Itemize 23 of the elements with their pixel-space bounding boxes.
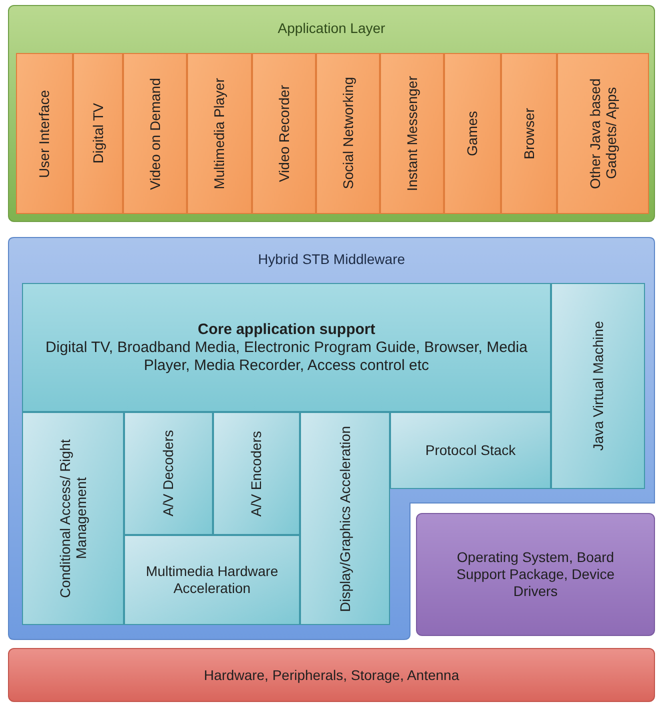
component-box: Protocol Stack (390, 412, 551, 489)
component-box: Multimedia Hardware Acceleration (124, 535, 300, 625)
component-cell: Digital TV (73, 53, 123, 214)
layer-bar: Hardware, Peripherals, Storage, Antenna (8, 648, 655, 702)
component-cell: Games (444, 53, 501, 214)
component-cell: Social Networking (316, 53, 380, 214)
component-box: Conditional Access/ Right Management (22, 412, 124, 625)
component-cell: Video Recorder (252, 53, 316, 214)
component-box: Core application support Digital TV, Broadband Media, Electronic Program Guide, Browser, Media Player, Media Recorder, Access control etc (22, 283, 551, 412)
component-cell: Other Java based Gadgets/ Apps (557, 53, 649, 214)
component-cell: Video on Demand (123, 53, 187, 214)
component-box: A/V Encoders (213, 412, 300, 535)
component-box: Java Virtual Machine (551, 283, 645, 489)
component-cell: User Interface (16, 53, 73, 214)
component-cell: Browser (501, 53, 557, 214)
layer-title: Hybrid STB Middleware (256, 250, 406, 269)
layer-title: Application Layer (276, 19, 386, 38)
component-box: Display/Graphics Acceleration (300, 412, 390, 625)
layer-box: Operating System, Board Support Package, Device Drivers (416, 513, 655, 636)
layer-panel (8, 5, 655, 222)
component-cell: Instant Messenger (380, 53, 444, 214)
component-cell: Multimedia Player (187, 53, 252, 214)
component-box: A/V Decoders (124, 412, 213, 535)
